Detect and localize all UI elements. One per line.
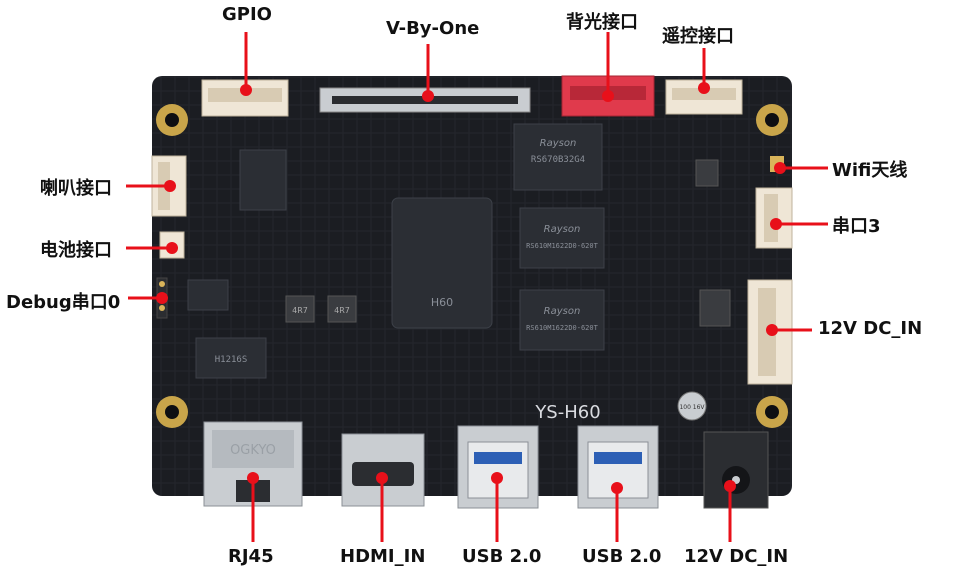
callout-dot-remote [698,82,710,94]
callout-debug: Debug串口0 [6,292,121,313]
ddr-chip-top: Rayson RS610M1622D0-620T [519,207,605,269]
electrolytic-cap: 100 16V [677,391,707,421]
callout-speaker: 喇叭接口 [40,178,112,199]
ddr-bottom-mark: RS610M1622D0-620T [526,324,598,332]
ddr-top-brand: Rayson [544,224,581,235]
dc-barrel-jack [703,431,769,509]
network-transformer: H1216S [195,337,267,379]
callout-battery: 电池接口 [40,240,112,261]
callout-lines [126,32,828,542]
rj45-connector: OGKYO [203,421,303,507]
inductor-left: 4R7 [285,295,315,323]
emmc-brand: Rayson [540,138,577,149]
svg-text:OGKYO: OGKYO [230,443,276,458]
svg-text:4R7: 4R7 [292,306,308,315]
callout-dot-dcbottom [724,480,736,492]
power-inductor [699,289,731,327]
mount-hole-ml [156,396,188,428]
callout-dot-battery [166,242,178,254]
callout-dot-backlight [602,90,614,102]
callout-remote: 遥控接口 [662,26,734,47]
callout-dot-uart3 [770,218,782,230]
callout-dot-dcside [766,324,778,336]
callout-usb-2: USB 2.0 [582,546,662,567]
emmc-chip: Rayson RS670B32G4 [513,123,603,191]
callout-dc-in-bottom: 12V DC_IN [684,546,789,567]
audio-ic [239,149,287,211]
callout-uart3: 串口3 [832,216,881,237]
uart-ic [187,279,229,311]
svg-text:4R7: 4R7 [334,306,350,315]
soc-chip: H60 [391,197,493,329]
callout-dot-debug [156,292,168,304]
callout-backlight: 背光接口 [566,12,638,33]
svg-text:100 16V: 100 16V [679,404,705,411]
callout-rj45: RJ45 [228,546,274,567]
wifi-inductor [695,159,719,187]
callout-wifi: Wifi天线 [832,160,908,181]
ddr-bottom-brand: Rayson [544,306,581,317]
emmc-mark: RS670B32G4 [531,155,585,165]
uart3-connector [755,187,793,249]
callout-dot-usb2 [611,482,623,494]
callout-vbyone: V-By-One [386,18,480,39]
callout-dot-vbyone [422,90,434,102]
callout-dot-usb1 [491,472,503,484]
mount-hole-tl [156,104,188,136]
callout-dot-gpio [240,84,252,96]
ddr-chip-bottom: Rayson RS610M1622D0-620T [519,289,605,351]
callout-dot-hdmi [376,472,388,484]
mount-hole-tr [756,104,788,136]
mount-hole-mr [756,396,788,428]
callout-usb-1: USB 2.0 [462,546,542,567]
inductor-right: 4R7 [327,295,357,323]
callout-dot-speaker [164,180,176,192]
callout-gpio: GPIO [222,4,272,25]
ddr-top-mark: RS610M1622D0-620T [526,242,598,250]
callout-dot-rj45 [247,472,259,484]
callout-dc-in-side: 12V DC_IN [818,318,923,339]
model-silkscreen: YS-H60 [534,402,600,423]
callout-dot-wifi [774,162,786,174]
callout-hdmi: HDMI_IN [340,546,426,567]
svg-text:H1216S: H1216S [215,355,248,365]
soc-mark: H60 [431,296,453,309]
usb-connector-1 [457,425,539,509]
